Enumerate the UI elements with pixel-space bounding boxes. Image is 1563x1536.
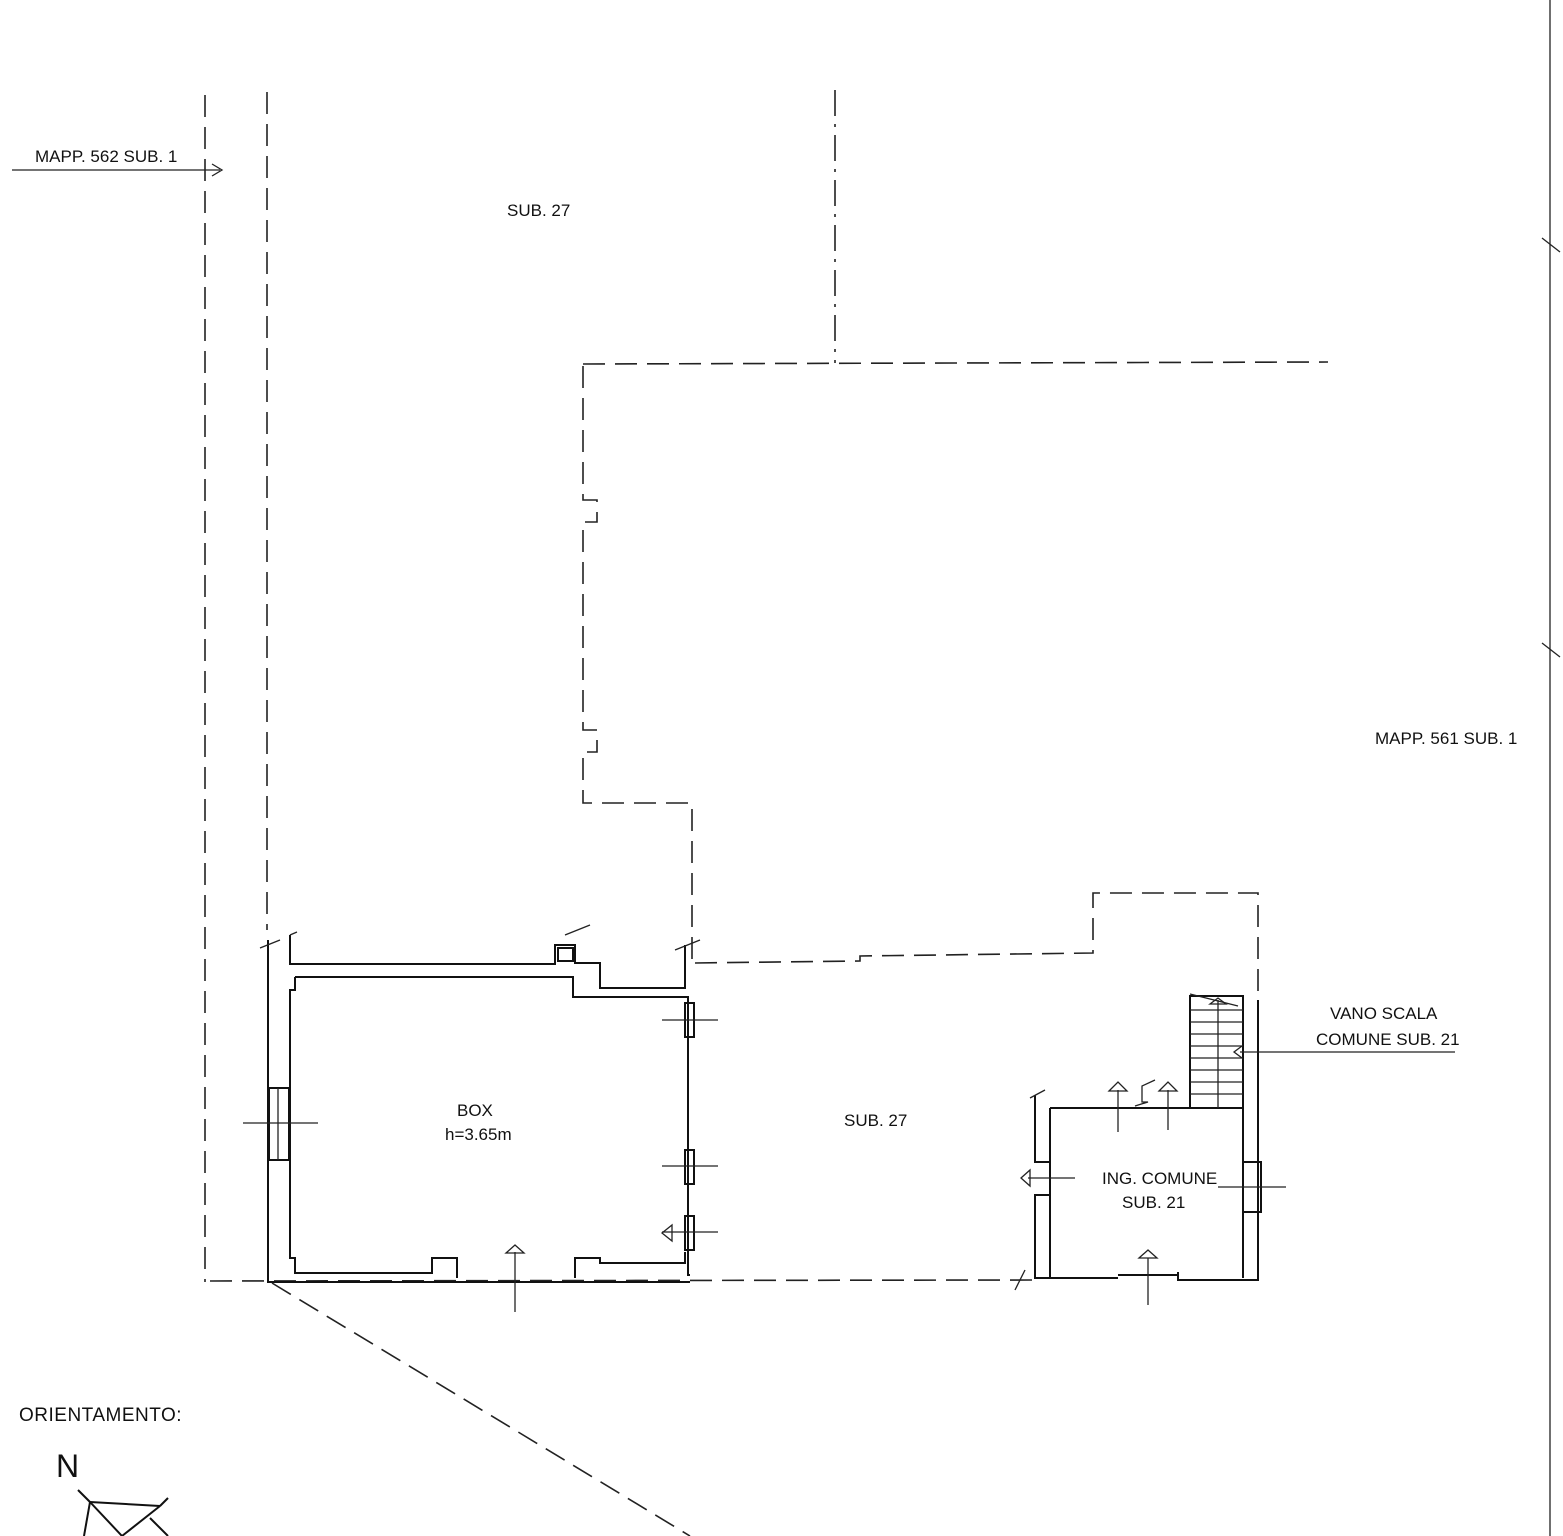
sheet-border	[1541, 0, 1561, 1536]
stair-treads	[1189, 993, 1243, 1108]
orientation-title: ORIENTAMENTO:	[19, 1405, 182, 1426]
label-box-height: h=3.65m	[445, 1125, 512, 1144]
north-arrow-icon	[77, 1489, 169, 1536]
label-vano-scala-2: COMUNE SUB. 21	[1316, 1030, 1460, 1049]
label-ing-sub21: SUB. 21	[1122, 1193, 1185, 1212]
north-letter: N	[56, 1448, 79, 1484]
label-box: BOX	[457, 1101, 493, 1120]
mapp-562-pointer	[12, 163, 224, 177]
label-mapp-561: MAPP. 561 SUB. 1	[1375, 729, 1517, 748]
label-mapp-562: MAPP. 562 SUB. 1	[35, 147, 177, 166]
box-unit-walls	[243, 924, 718, 1312]
orientation-block: ORIENTAMENTO: N	[19, 1405, 182, 1536]
property-boundaries	[204, 90, 1329, 1536]
ing-comune-walls	[1014, 993, 1455, 1305]
label-vano-scala-1: VANO SCALA	[1330, 1004, 1438, 1023]
label-sub27-mid: SUB. 27	[844, 1111, 907, 1130]
label-sub27-top: SUB. 27	[507, 201, 570, 220]
label-ing-comune: ING. COMUNE	[1102, 1169, 1217, 1188]
